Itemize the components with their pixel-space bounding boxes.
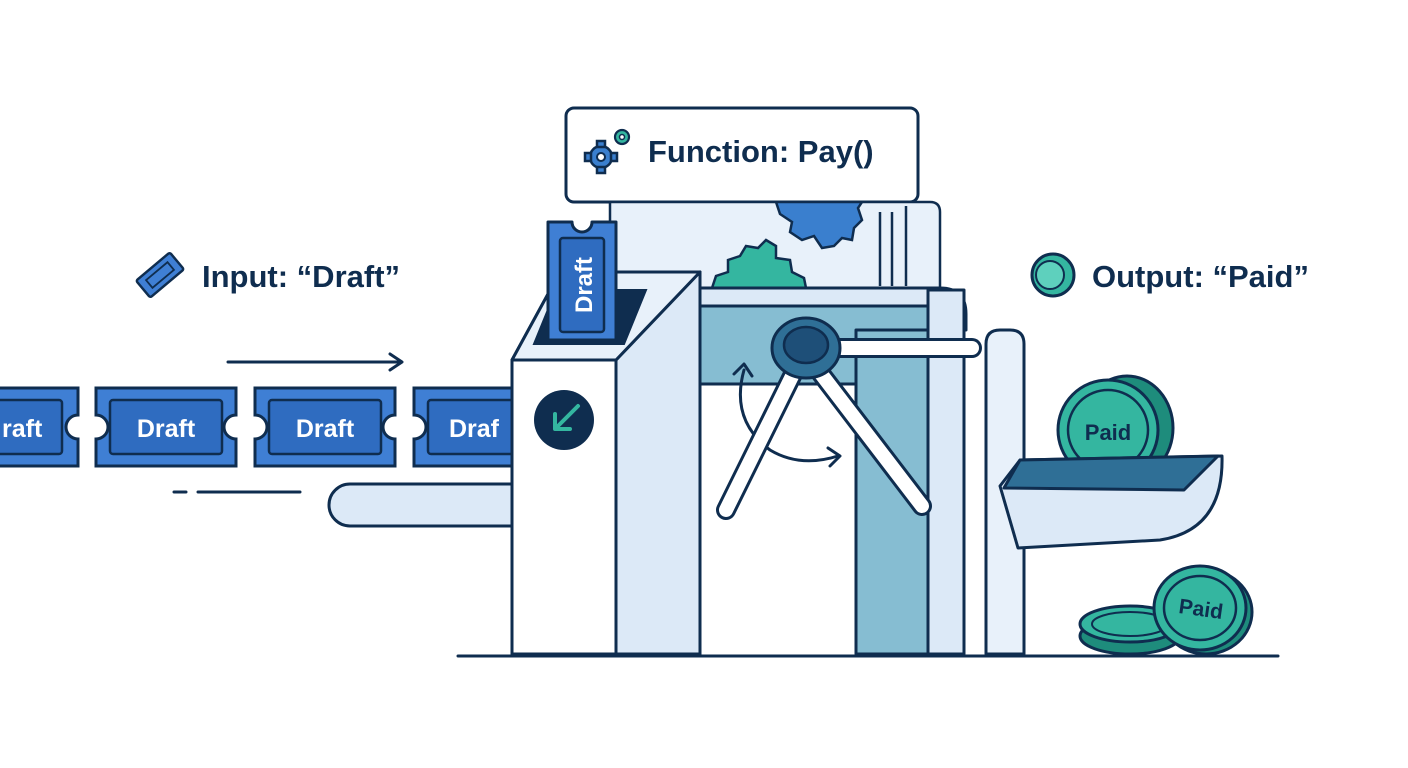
- rotation-arrows: [732, 362, 842, 468]
- gears-icon: [583, 128, 631, 175]
- ticket-draft-1: raft: [0, 386, 80, 468]
- teal-gear-icon: [710, 238, 808, 290]
- ticket-draft-2: Draft: [94, 386, 238, 468]
- ticket-draft-inserted: Draft: [546, 220, 618, 342]
- ticket-text: Draft: [296, 415, 355, 443]
- flow-arrow: [226, 352, 404, 372]
- ticket-text: Draft: [571, 257, 598, 313]
- coin-paid-bottom: Paid: [1152, 564, 1254, 656]
- ticket-text: Draft: [137, 415, 196, 443]
- coin-paid-top: Paid: [1056, 374, 1175, 482]
- ticket-draft-3: Draft: [253, 386, 397, 468]
- input-label-group: Input: “Draft”: [135, 251, 400, 299]
- blue-gear-icon: [774, 200, 865, 250]
- output-label-group: Output: “Paid”: [1030, 252, 1309, 298]
- output-label: Output: “Paid”: [1092, 259, 1309, 294]
- conveyor-belt: [327, 482, 522, 528]
- ticket-text: Draf: [449, 415, 500, 443]
- turnstile-arms: [716, 316, 982, 520]
- coin-icon: [1030, 252, 1076, 298]
- ticket-text: raft: [2, 415, 43, 443]
- ticket-icon: [135, 251, 185, 299]
- output-tray: [998, 454, 1224, 550]
- function-label: Function: Pay(): [648, 134, 874, 169]
- coin-text: Paid: [1085, 420, 1131, 445]
- scanner-indicator-icon: [534, 390, 594, 450]
- function-box: Function: Pay(): [564, 106, 920, 204]
- input-label: Input: “Draft”: [202, 259, 400, 294]
